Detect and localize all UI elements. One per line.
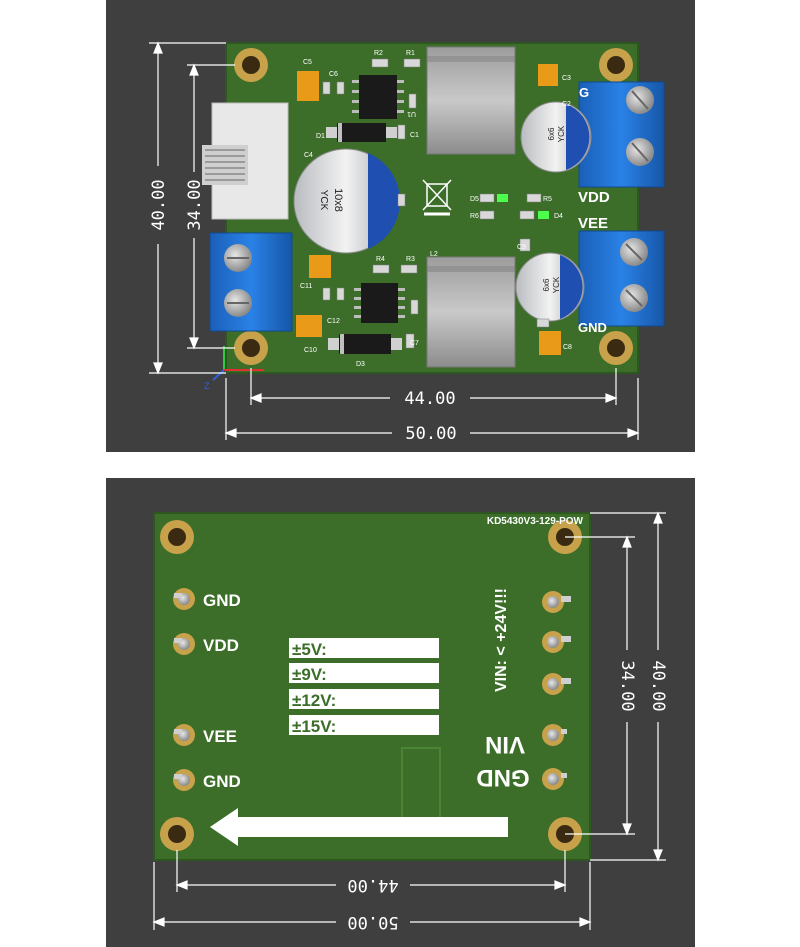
inductor-l1 [426, 46, 516, 155]
electrolytic-capacitor-small-top: 6x6 YCK [520, 101, 592, 173]
ref-r2: R2 [374, 50, 383, 57]
terminal-block-output-bottom [578, 230, 665, 327]
label-gnd: GND [578, 320, 607, 335]
ref-r1: R1 [406, 50, 415, 57]
terminal-block-output-top [578, 81, 665, 188]
pcb-top-view-panel: 10x8 YCK 6x6 YCK 6x6 YCK [106, 0, 695, 452]
cap-small-brand-label: YCK [557, 125, 566, 142]
ic-u2 [354, 283, 405, 323]
ref-c12: C12 [327, 318, 340, 325]
ref-c5: C5 [303, 59, 312, 66]
ref-c2: C2 [562, 101, 571, 108]
ref-r5: R5 [543, 196, 552, 203]
mounting-hole [599, 331, 633, 365]
ref-r6: R6 [470, 213, 479, 220]
pin-vee [173, 724, 195, 746]
electrolytic-capacitor-small-bottom: 6x6 YCK [515, 252, 585, 322]
axis-z-label: Z [204, 381, 210, 391]
ref-c10: C10 [304, 347, 317, 354]
pin-vdd [173, 633, 195, 655]
board-id-label: KD5430V3-129-POW [487, 516, 584, 527]
ref-c3: C3 [562, 75, 571, 82]
pin-label-vee: VEE [203, 727, 237, 746]
mounting-hole [234, 48, 268, 82]
ref-d5: D5 [470, 196, 479, 203]
dim-bottom-50: 50.00 [347, 912, 398, 932]
voltage-option-9v: ±9V: [292, 665, 327, 684]
pin-gnd-right [542, 768, 567, 790]
ref-c1: C1 [410, 132, 419, 139]
terminal-block-input [209, 232, 293, 332]
pin-switch-1 [542, 591, 571, 613]
led-d4 [538, 211, 549, 219]
pin-label-vin: VIN [485, 731, 525, 758]
voltage-option-15v: ±15V: [292, 717, 336, 736]
pin-vin [542, 724, 567, 746]
pin-label-gnd-right: GND [476, 764, 529, 791]
diode-d3 [328, 334, 402, 354]
slide-switch [202, 102, 289, 220]
cap-small-size-label: 6x6 [542, 278, 551, 291]
capacitor-c10 [296, 315, 322, 337]
ref-d4: D4 [554, 213, 563, 220]
cap-large-brand-label: YCK [318, 190, 329, 211]
pin-label-gnd-top: GND [203, 591, 241, 610]
capacitor-c5 [297, 71, 319, 101]
pin-label-vdd: VDD [203, 636, 239, 655]
vin-warning-label: VIN: < +24V!!! [493, 588, 510, 692]
ref-r4: R4 [376, 256, 385, 263]
pin-switch-3 [542, 673, 571, 695]
mounting-hole [234, 331, 268, 365]
dim-top-34: 34.00 [185, 179, 205, 230]
ic-u1 [352, 75, 404, 119]
inductor-l2 [426, 256, 516, 368]
ref-c8: C8 [563, 344, 572, 351]
ref-c6: C6 [329, 71, 338, 78]
ref-d1: D1 [316, 133, 325, 140]
ref-c9: C9 [517, 244, 526, 251]
electrolytic-capacitor-large: 10x8 YCK [293, 148, 400, 254]
dim-bottom-40: 40.00 [648, 660, 668, 711]
ref-u1: U1 [407, 110, 416, 117]
ref-d3: D3 [356, 361, 365, 368]
diode-d1 [326, 123, 397, 142]
pin-gnd-left-bottom [173, 769, 195, 791]
pin-label-gnd-bottom: GND [203, 772, 241, 791]
ref-c11: C11 [300, 283, 312, 290]
mounting-hole [160, 817, 194, 851]
label-gnd-partial: G [579, 85, 589, 100]
mounting-hole [599, 48, 633, 82]
label-vdd: VDD [578, 189, 610, 206]
cap-large-size-label: 10x8 [332, 188, 344, 212]
capacitor-c11 [309, 255, 331, 278]
cap-small-brand-label: YCK [552, 276, 561, 293]
pcb-bottom-view: KD5430V3-129-POW GND VDD VEE GND VIN GND… [152, 511, 668, 932]
ref-c7: C7 [410, 340, 419, 347]
voltage-option-5v: ±5V: [292, 640, 327, 659]
pin-switch-2 [542, 631, 571, 653]
mounting-hole [160, 520, 194, 554]
dim-top-50: 50.00 [405, 424, 456, 444]
capacitor-c3 [538, 64, 558, 86]
dim-bottom-44: 44.00 [347, 875, 398, 895]
pin-gnd-left-top [173, 588, 195, 610]
weee-bin-icon [422, 179, 452, 216]
pcb-board-bottom [154, 513, 590, 860]
pcb-top-view: 10x8 YCK 6x6 YCK 6x6 YCK [149, 41, 665, 444]
voltage-options: ±5V: ±9V: ±12V: ±15V: [289, 638, 439, 736]
dim-top-44: 44.00 [404, 389, 455, 409]
capacitor-c8 [539, 331, 561, 355]
direction-arrow [210, 808, 508, 846]
ref-l2: L2 [430, 251, 438, 258]
axis-gizmo: Z [204, 346, 264, 391]
cap-small-size-label: 6x6 [547, 127, 556, 140]
ref-r3: R3 [406, 256, 415, 263]
pcb-bottom-view-panel: KD5430V3-129-POW GND VDD VEE GND VIN GND… [106, 478, 695, 947]
led-d5 [497, 194, 508, 202]
voltage-option-12v: ±12V: [292, 691, 336, 710]
label-vee: VEE [578, 215, 608, 232]
dim-top-40: 40.00 [149, 179, 169, 230]
ref-c4: C4 [304, 152, 313, 159]
dim-bottom-34: 34.00 [617, 660, 637, 711]
